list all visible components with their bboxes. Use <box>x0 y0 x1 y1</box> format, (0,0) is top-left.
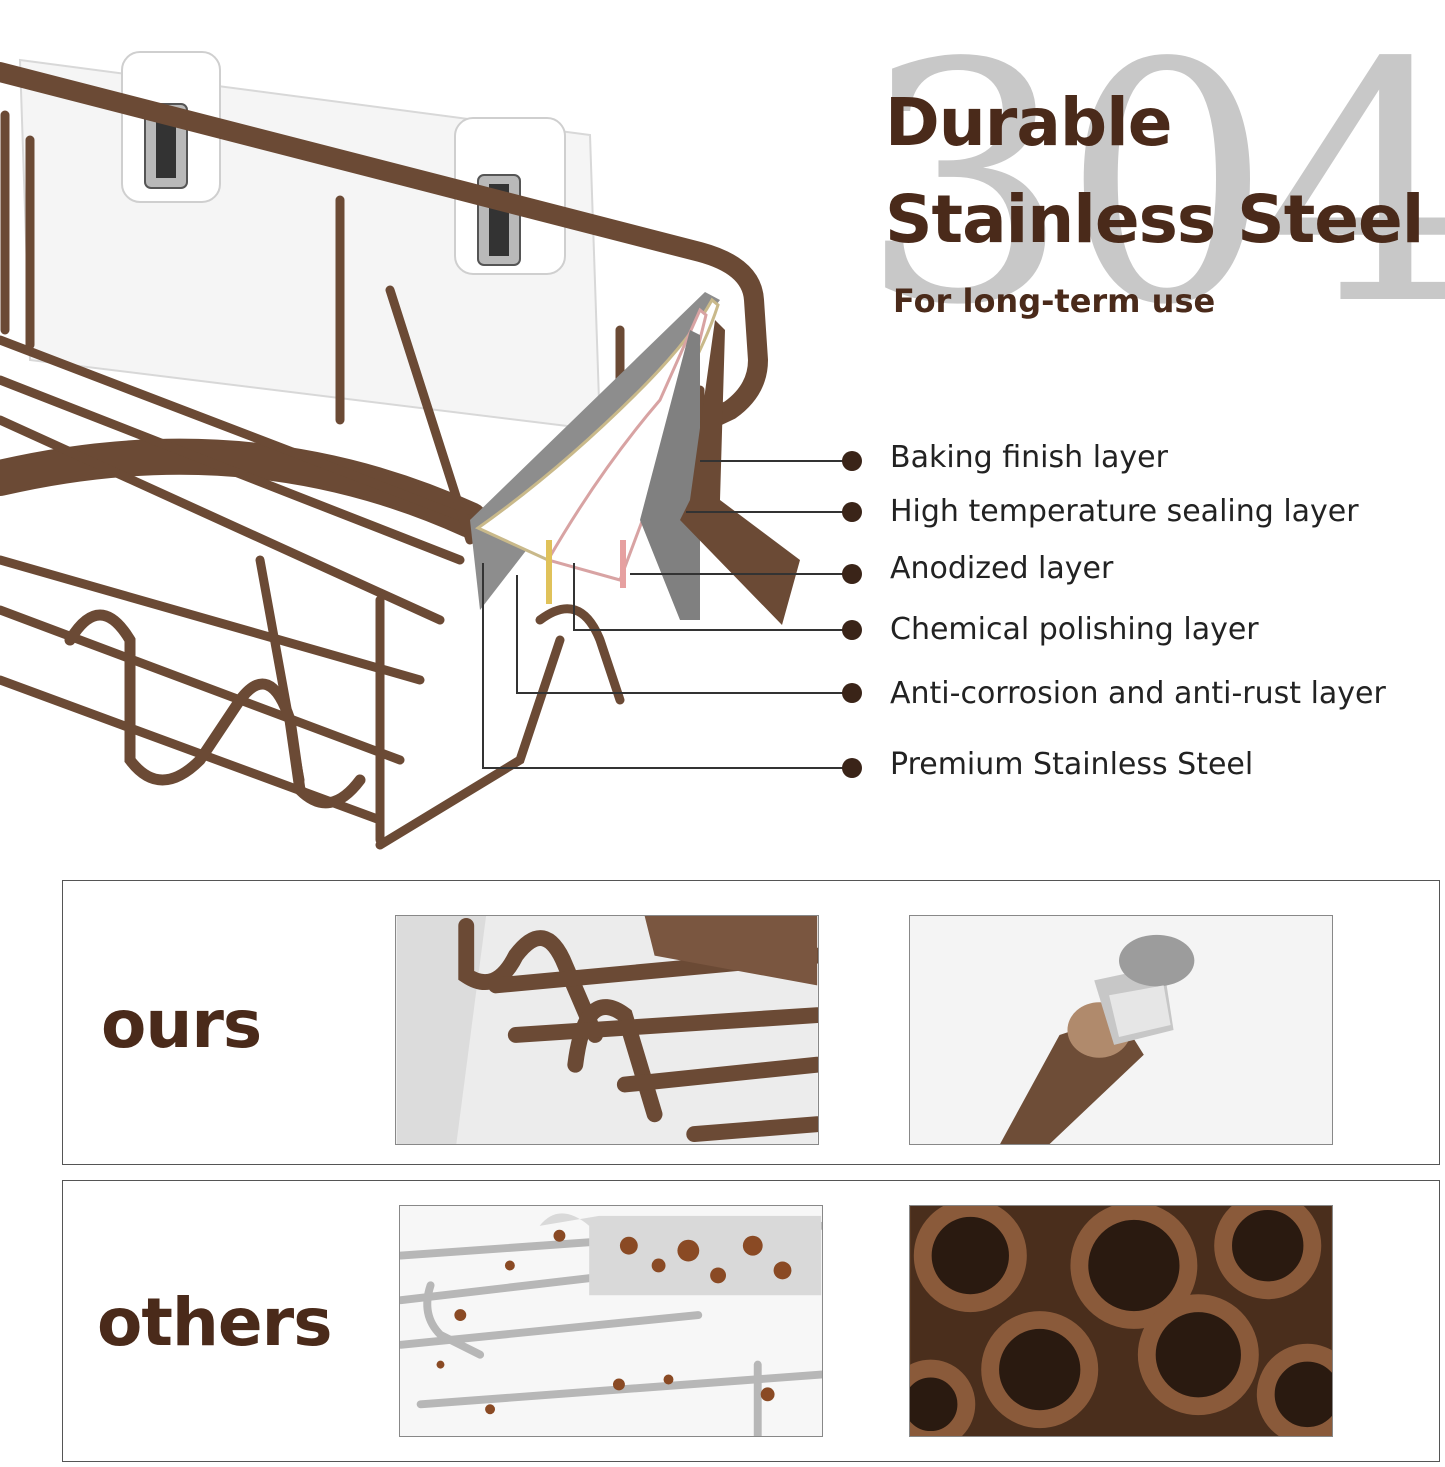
others-rusty-pipes-photo <box>909 1205 1333 1437</box>
layer-label-chemical-polishing: Chemical polishing layer <box>890 612 1259 647</box>
ours-rod-closeup <box>909 915 1333 1145</box>
layer-label-baking-finish: Baking finish layer <box>890 440 1168 475</box>
others-rusty-basket-photo <box>399 1205 823 1437</box>
layer-label-premium-steel: Premium Stainless Steel <box>890 747 1254 782</box>
ours-basket-photo <box>395 915 819 1145</box>
others-panel: others <box>62 1180 1440 1462</box>
subtitle: For long-term use <box>893 282 1216 320</box>
layer-label-high-temp-sealing: High temperature sealing layer <box>890 494 1359 529</box>
callout-lines <box>482 460 852 769</box>
basket-frame <box>0 62 769 850</box>
others-label: others <box>97 1284 332 1361</box>
layer-label-anodized: Anodized layer <box>890 551 1114 586</box>
layer-strips <box>470 292 800 625</box>
ours-label: ours <box>101 986 262 1063</box>
ours-panel: ours <box>62 880 1440 1165</box>
watermark-304: 304 <box>860 0 1445 377</box>
callout-dots <box>842 451 862 778</box>
shower-caddy-illustration <box>0 51 862 850</box>
title-durable: Durable <box>885 84 1172 161</box>
title-stainless-steel: Stainless Steel <box>885 181 1424 258</box>
layer-label-anti-corrosion: Anti-corrosion and anti-rust layer <box>890 676 1386 711</box>
